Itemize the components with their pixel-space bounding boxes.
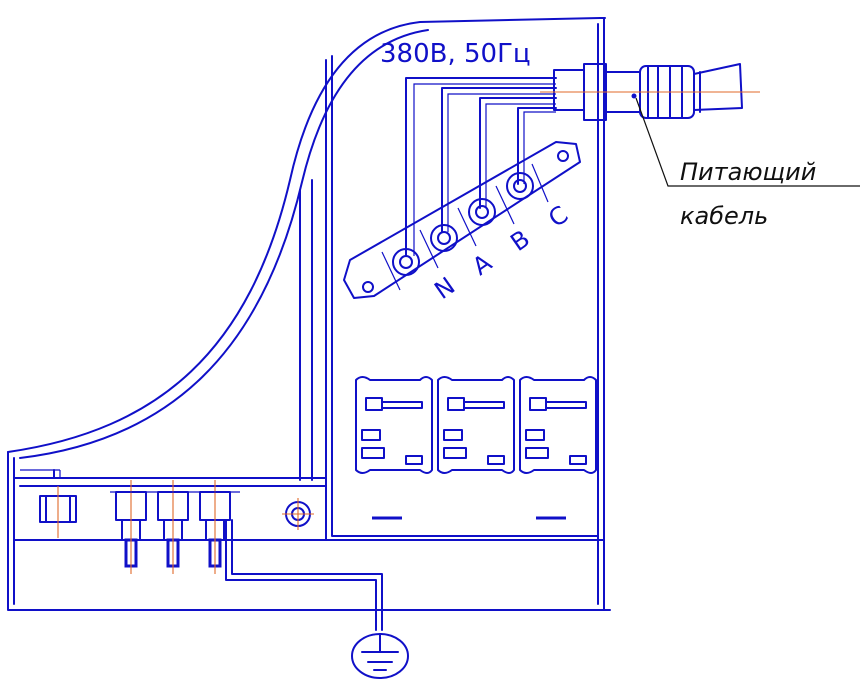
voltage-label: 380В, 50Гц bbox=[380, 39, 531, 69]
ground-connection bbox=[225, 519, 383, 631]
terminal-label-a: A bbox=[467, 248, 497, 281]
terminal-label-c: C bbox=[543, 200, 573, 233]
terminal-label-b: B bbox=[505, 225, 535, 257]
cable-callout: Питающий кабель bbox=[635, 97, 860, 230]
device-2 bbox=[437, 376, 515, 474]
housing bbox=[7, 17, 611, 611]
device-3 bbox=[519, 376, 597, 474]
terminal-label-n: N bbox=[429, 272, 460, 305]
bottom-fittings bbox=[39, 480, 314, 574]
terminal-block bbox=[343, 141, 581, 299]
ground-symbol-icon bbox=[351, 633, 409, 679]
cable-label-line1: Питающий bbox=[680, 158, 816, 186]
cable-gland bbox=[540, 63, 760, 121]
device-1 bbox=[355, 376, 433, 474]
cable-label-line2: кабель bbox=[680, 202, 768, 230]
terminal-labels: N A B C bbox=[429, 200, 573, 305]
supply-wires bbox=[405, 77, 557, 257]
